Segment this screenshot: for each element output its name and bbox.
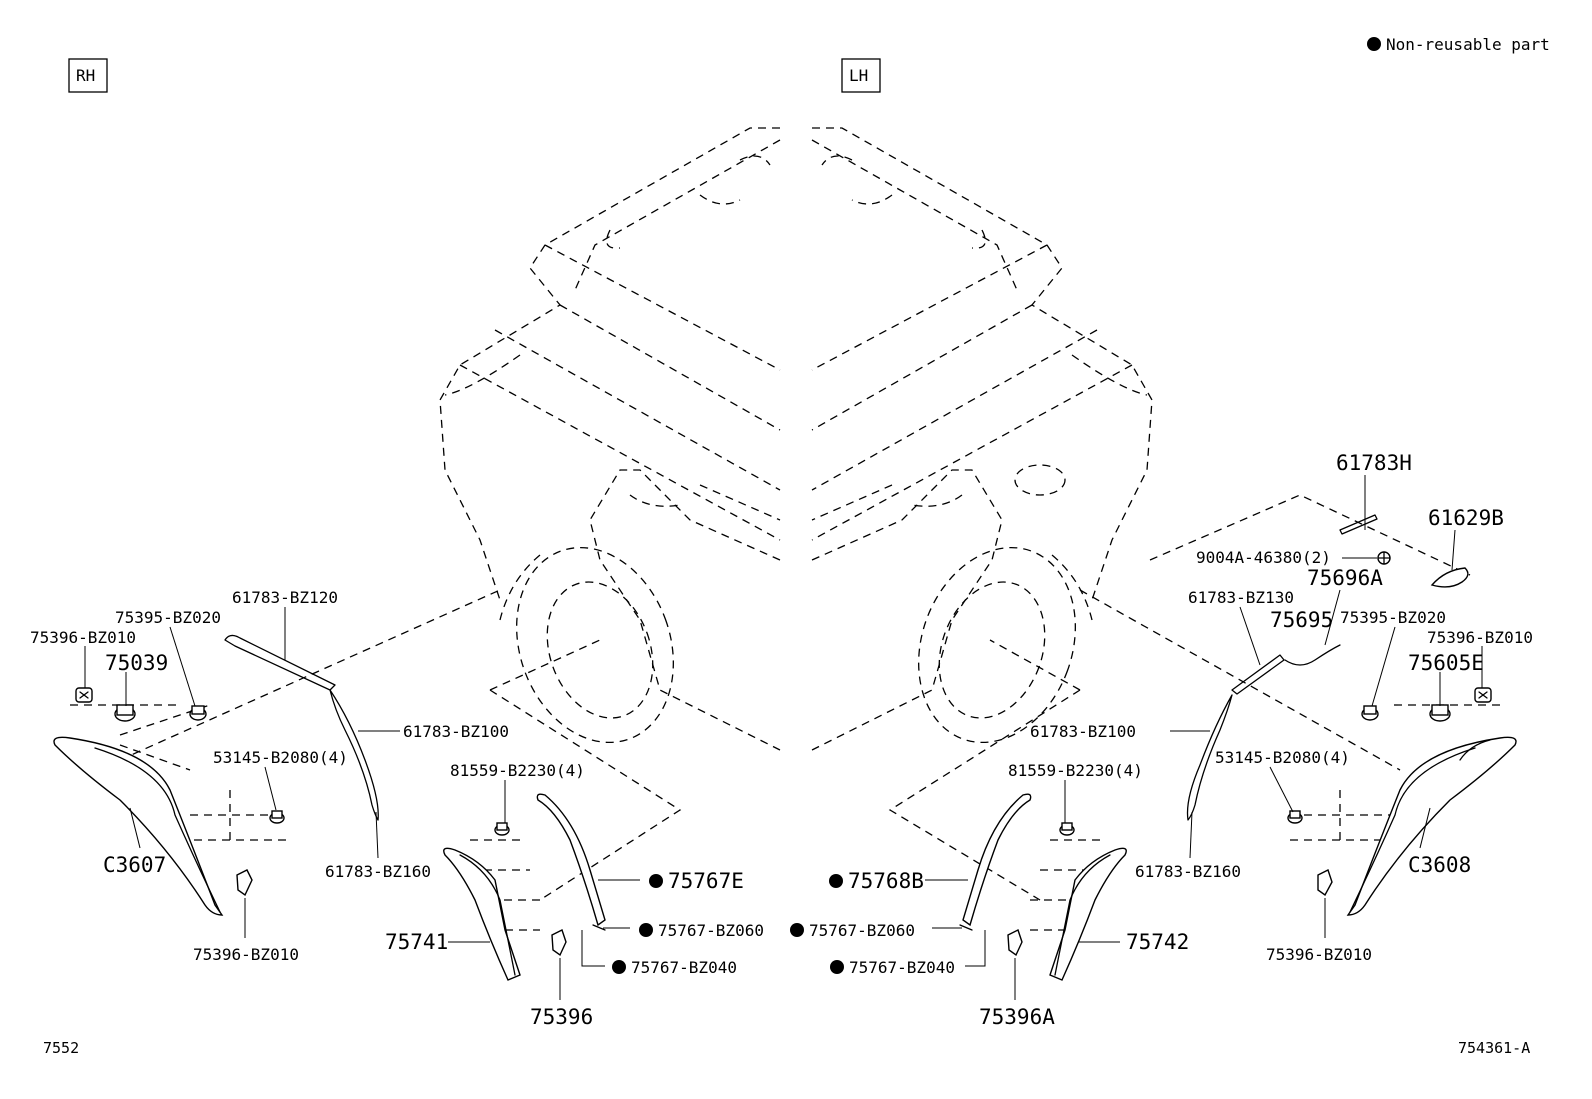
rh-clip-53145-icon: [269, 810, 285, 824]
non-reusable-75767-bz040-lh-icon: [830, 960, 844, 974]
label-81559-rh: 81559-B2230(4): [450, 761, 585, 780]
lh-clip-75767-bz060-icon: [959, 924, 973, 931]
rh-clip-75396-bz010-top-icon: [75, 687, 93, 703]
label-75767-bz040-lh: 75767-BZ040: [849, 958, 955, 977]
lh-leader-lines: [925, 475, 1483, 1000]
rh-wheel-arch-molding: [53, 736, 224, 916]
lh-screw-9004a-icon: [1377, 551, 1391, 565]
lh-clip-53145-icon: [1287, 810, 1303, 824]
rh-clip-75039-icon: [114, 704, 136, 722]
non-reusable-75767-bz040-rh-icon: [612, 960, 626, 974]
svg-text:RH: RH: [76, 66, 95, 85]
label-75396-bz010-rh-top: 75396-BZ010: [30, 628, 136, 647]
label-75767-bz060-rh: 75767-BZ060: [658, 921, 764, 940]
non-reusable-75767e-icon: [649, 874, 663, 888]
label-61783-bz100-lh: 61783-BZ100: [1030, 722, 1136, 741]
rh-mud-guard-75741: [443, 847, 521, 981]
label-75396-bz010-rh-bot: 75396-BZ010: [193, 945, 299, 964]
label-75768b: 75768B: [848, 869, 924, 893]
non-reusable-75768b-icon: [829, 874, 843, 888]
non-reusable-75767-bz060-rh-icon: [639, 923, 653, 937]
rh-box: RH: [68, 58, 108, 93]
label-61783-bz130: 61783-BZ130: [1188, 588, 1294, 607]
label-75767-bz040-rh: 75767-BZ040: [631, 958, 737, 977]
label-75605e: 75605E: [1408, 651, 1484, 675]
rh-strip-bz120: [224, 634, 336, 691]
lh-clip-81559-icon: [1059, 822, 1075, 836]
svg-text:LH: LH: [849, 66, 868, 85]
lh-molding-75695: [1284, 644, 1341, 666]
legend-text: Non-reusable part: [1386, 35, 1550, 54]
label-75696a: 75696A: [1307, 566, 1383, 590]
label-53145-lh: 53145-B2080(4): [1215, 748, 1350, 767]
lh-clip-75396-bz010-top-icon: [1474, 687, 1492, 703]
label-9004a: 9004A-46380(2): [1196, 548, 1331, 567]
label-61783-bz100-rh: 61783-BZ100: [403, 722, 509, 741]
label-75695: 75695: [1270, 608, 1333, 632]
lh-vehicle-outline: [811, 127, 1153, 751]
rh-seal-bz100: [329, 689, 379, 821]
lh-mud-guard-75742: [1049, 847, 1127, 981]
label-61783h: 61783H: [1336, 451, 1412, 475]
footer-right-code: 754361-A: [1458, 1039, 1530, 1057]
non-reusable-75767-bz060-lh-icon: [790, 923, 804, 937]
lh-61783h-icon: [1339, 514, 1378, 535]
label-75396: 75396: [530, 1005, 593, 1029]
label-53145-rh: 53145-B2080(4): [213, 748, 348, 767]
lh-clip-75605e-icon: [1429, 704, 1451, 722]
rh-clip-81559-icon: [494, 822, 510, 836]
rh-clip-75396-icon: [551, 929, 567, 957]
label-61629b: 61629B: [1428, 506, 1504, 530]
footer-left-code: 7552: [43, 1039, 79, 1057]
lh-clip-75395-bz020-icon: [1361, 705, 1379, 721]
label-75741: 75741: [385, 930, 448, 954]
rh-clip-75396-bz010-bot-icon: [236, 869, 253, 897]
lh-box: LH: [841, 58, 881, 93]
label-c3608: C3608: [1408, 853, 1471, 877]
rh-assembly-guides: [70, 589, 682, 931]
label-75395-bz020-lh: 75395-BZ020: [1340, 608, 1446, 627]
rh-clip-75395-bz020-icon: [189, 705, 207, 721]
lh-wheel-arch-molding: [1346, 736, 1517, 916]
label-61783-bz120: 61783-BZ120: [232, 588, 338, 607]
rh-clip-75767-bz060-icon: [592, 924, 606, 931]
label-81559-lh: 81559-B2230(4): [1008, 761, 1143, 780]
lh-clip-75396a-icon: [1007, 929, 1023, 957]
label-75396-bz010-lh-top: 75396-BZ010: [1427, 628, 1533, 647]
non-reusable-marker-icon: [1367, 37, 1381, 51]
label-75767e: 75767E: [668, 869, 744, 893]
label-75395-bz020-rh: 75395-BZ020: [115, 608, 221, 627]
label-75396-bz010-lh-bot: 75396-BZ010: [1266, 945, 1372, 964]
lh-cover-61629b-icon: [1430, 567, 1469, 588]
lh-strip-bz130: [1231, 654, 1285, 695]
label-75396a: 75396A: [979, 1005, 1055, 1029]
label-61783-bz160-rh: 61783-BZ160: [325, 862, 431, 881]
rh-vehicle-outline: [439, 127, 781, 751]
rh-leader-lines: [84, 607, 640, 1000]
label-75039: 75039: [105, 651, 168, 675]
label-61783-bz160-lh: 61783-BZ160: [1135, 862, 1241, 881]
lh-seal-75768b: [962, 793, 1032, 927]
label-75767-bz060-lh: 75767-BZ060: [809, 921, 915, 940]
lh-clip-75396-bz010-bot-icon: [1317, 869, 1333, 897]
label-75742: 75742: [1126, 930, 1189, 954]
rh-seal-75767e: [536, 793, 606, 927]
label-c3607: C3607: [103, 853, 166, 877]
